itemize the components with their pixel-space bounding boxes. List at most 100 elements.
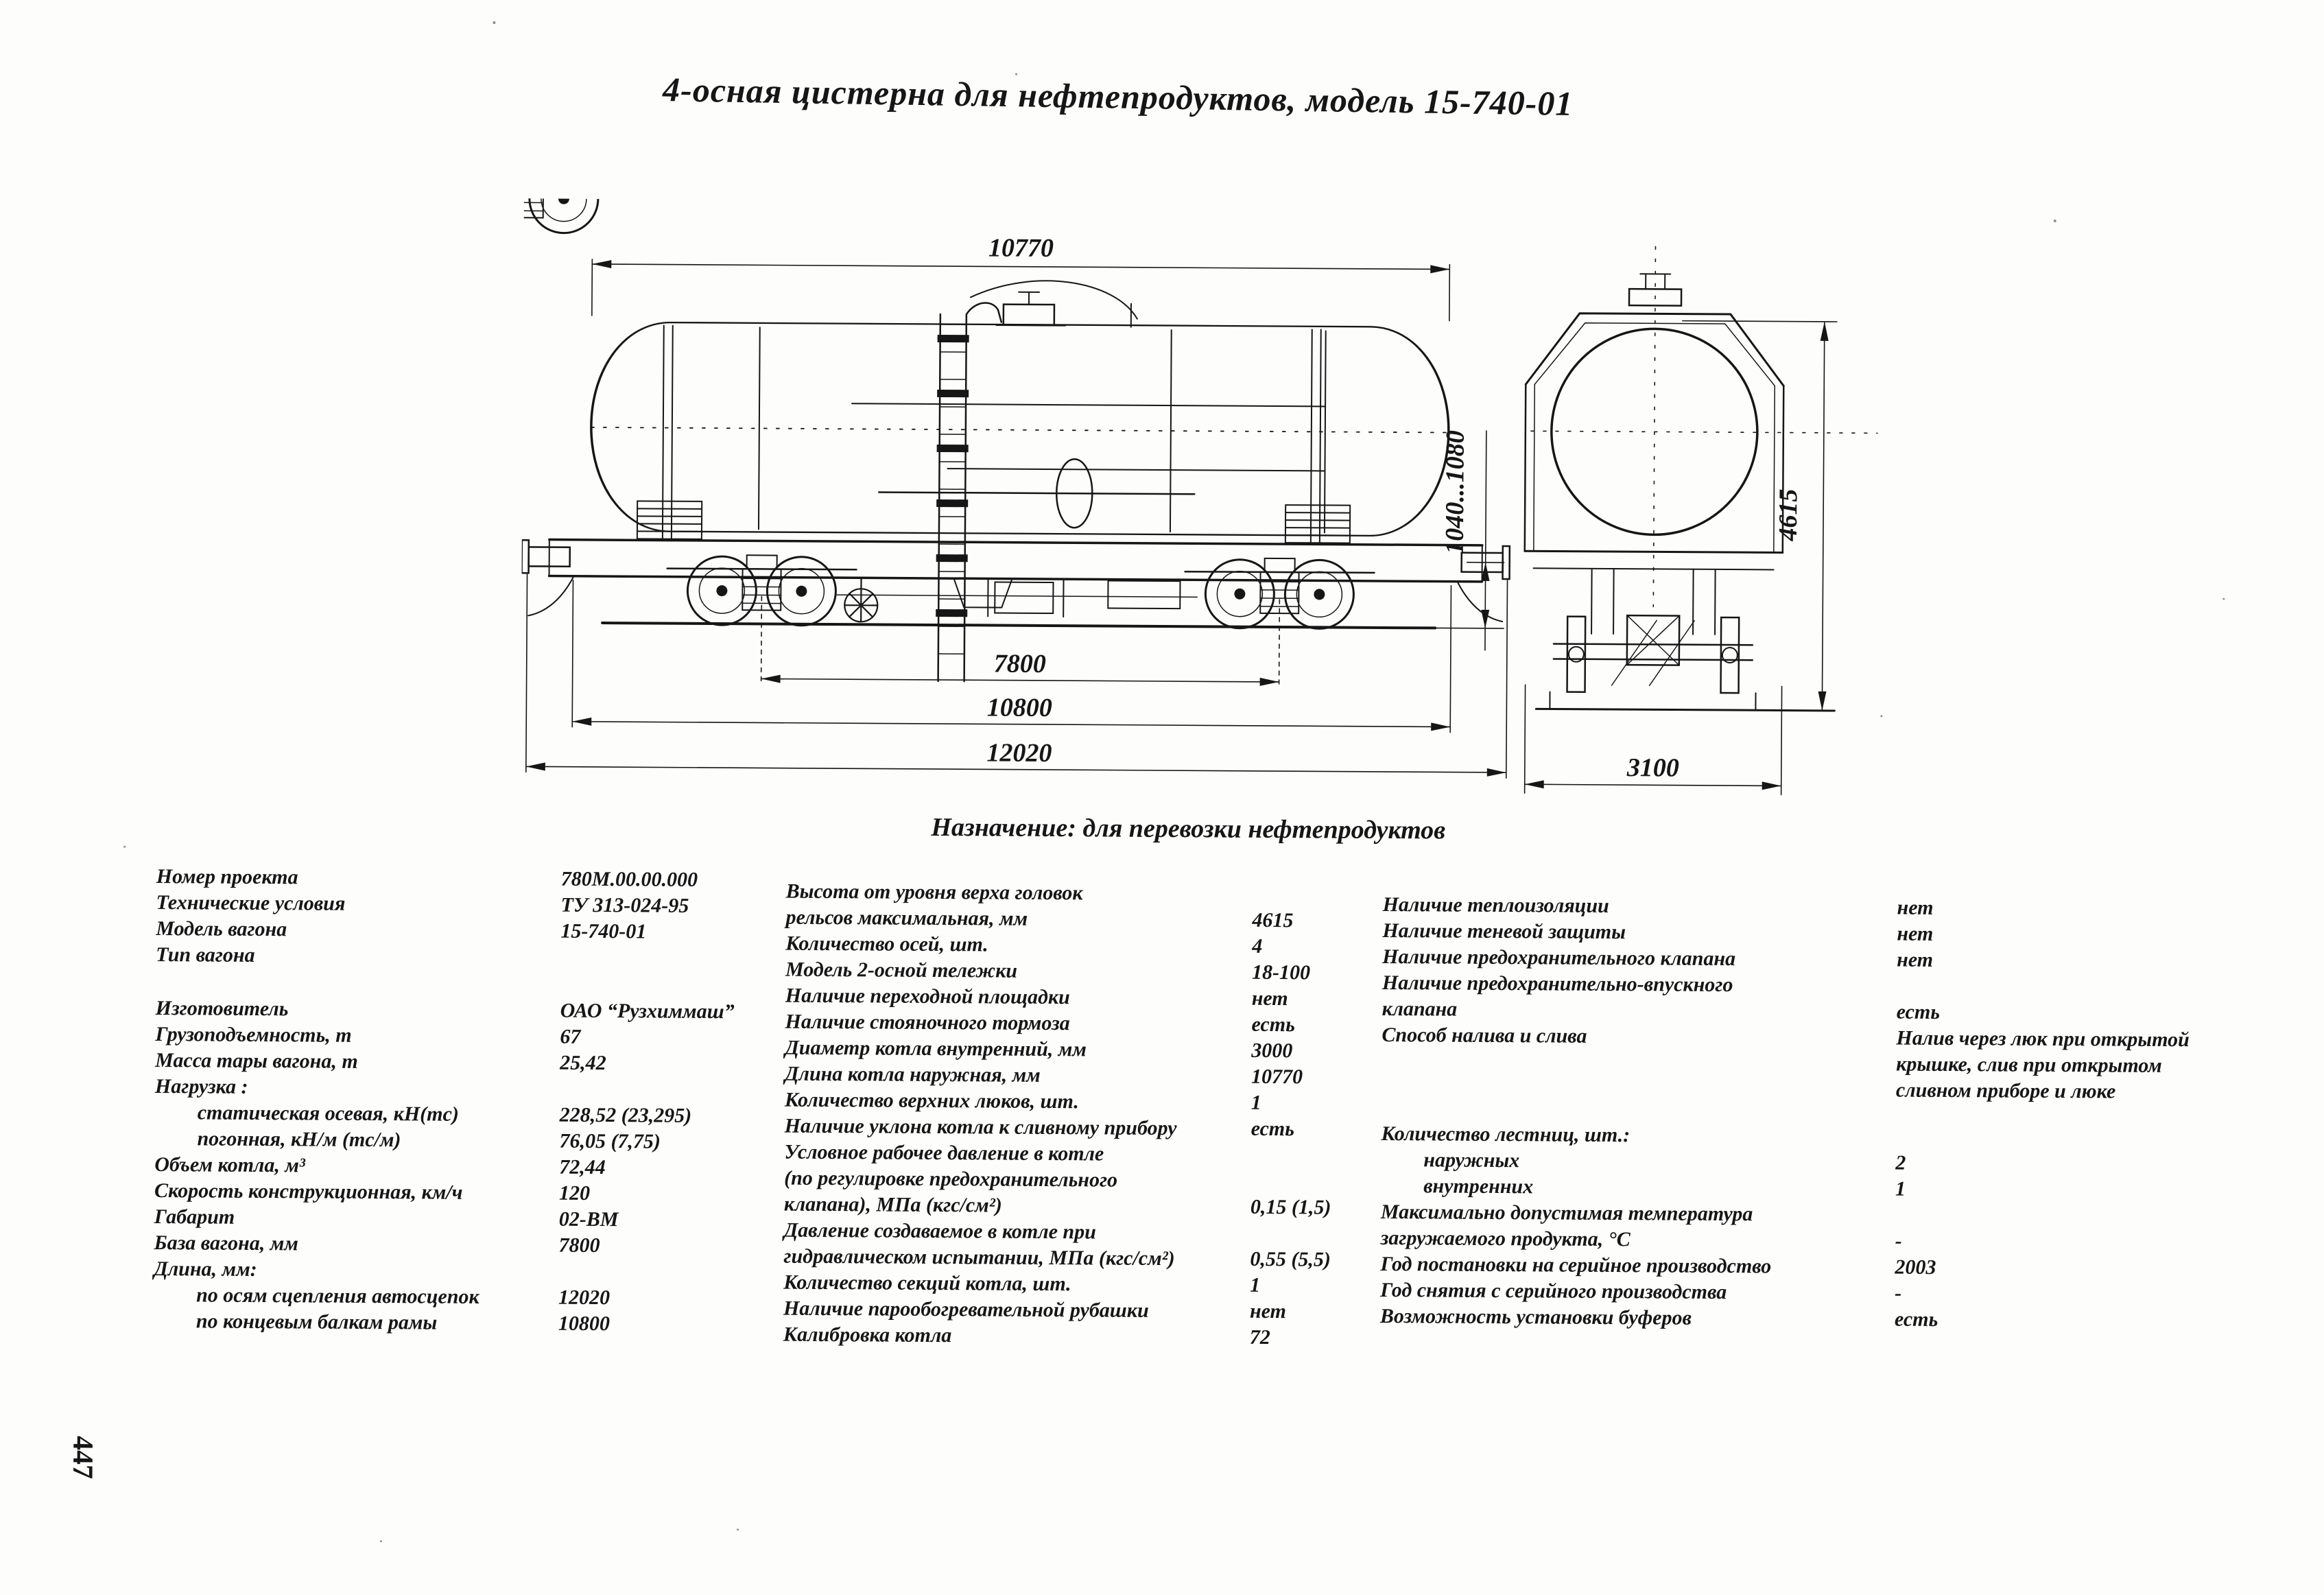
spec-label: Калибровка котла <box>783 1323 952 1347</box>
hatch-dome <box>970 280 1138 328</box>
spec-label: Наличие уклона котла к сливному прибору <box>784 1114 1177 1140</box>
spec-label: Номер проекта <box>156 865 298 889</box>
spec-label: База вагона, мм <box>154 1231 298 1255</box>
spec-label: Наличие стояночного тормоза <box>785 1010 1070 1035</box>
spec-row: Максимально допустимая температура загру… <box>1381 1199 2314 1257</box>
purpose-line: Назначение: для перевозки нефтепродуктов <box>931 812 1446 845</box>
spec-label: Наличие теплоизоляции <box>1382 893 1609 917</box>
scan-speck <box>1015 73 1018 75</box>
spec-label: Наличие парообогревательной рубашки <box>783 1297 1149 1322</box>
side-view <box>520 198 1511 683</box>
spec-label: Условное рабочее давление в котле (по ре… <box>783 1140 1118 1217</box>
spec-label: Давление создаваемое в котле при гидравл… <box>783 1218 1175 1271</box>
end-view: 4615 3100 <box>1523 246 1878 796</box>
dim-overall-width: 3100 <box>1626 753 1679 782</box>
scan-speck <box>2053 219 2056 222</box>
dim-coupler-length: 12020 <box>986 738 1052 768</box>
dim-overall-height: 4615 <box>1774 488 1803 541</box>
ladder <box>936 302 1003 683</box>
technical-drawing: 10770 7800 10800 12020 1040...1080 <box>520 198 1878 796</box>
scan-speck <box>737 1528 739 1531</box>
spec-value: нет <box>1897 922 1934 945</box>
tank-support <box>636 500 1351 544</box>
spec-label: внутренних <box>1423 1174 1534 1198</box>
tank-cross-section <box>1550 327 1759 536</box>
dim-frame-length: 10800 <box>987 693 1052 722</box>
tank-outline <box>590 321 1450 537</box>
scan-speck <box>1880 715 1883 718</box>
spec-row: Нагрузка : <box>155 1074 827 1104</box>
page-title: 4-осная цистерна для нефтепродуктов, мод… <box>662 70 1574 123</box>
spec-value: - <box>1895 1281 1902 1305</box>
spec-value: 2 <box>1895 1151 1906 1174</box>
spec-label: Модель 2-осной тележки <box>785 958 1018 982</box>
spec-label: Количество секций котла, шт. <box>783 1271 1071 1296</box>
spec-row: статическая осевая, кН(тс)228,52 (23,295… <box>155 1100 827 1130</box>
spec-value: - <box>1895 1229 1902 1253</box>
spec-label: Наличие предохранительного клапана <box>1382 945 1736 971</box>
spec-row: Длина, мм: <box>154 1256 826 1286</box>
dim-coupler-height: 1040...1080 <box>1440 430 1470 554</box>
spec-label: Количество осей, шт. <box>785 932 988 956</box>
spec-value: 1 <box>1895 1177 1906 1201</box>
spec-label: Длина котла наружная, мм <box>785 1062 1041 1087</box>
scan-speck <box>123 845 126 848</box>
spec-value: есть <box>1896 1000 1941 1024</box>
spec-label: наружных <box>1423 1148 1520 1172</box>
spec-label: погонная, кН/м (тс/м) <box>197 1127 401 1152</box>
spec-label: по концевым балкам рамы <box>195 1310 438 1334</box>
bogie <box>520 198 600 235</box>
spec-label: Наличие предохранительно-впускного клапа… <box>1382 971 1733 1021</box>
spec-label: Объем котла, м³ <box>154 1153 306 1177</box>
valve-paddle <box>1056 458 1093 529</box>
end-base-line <box>1534 707 1836 712</box>
scan-speck <box>379 1540 382 1543</box>
spec-row: Тип вагона <box>156 942 828 972</box>
spec-label: Наличие переходной площадки <box>785 984 1070 1009</box>
page-number: 447 <box>66 1435 99 1480</box>
handwheel <box>844 577 879 623</box>
spec-label: Наличие теневой защиты <box>1382 919 1626 944</box>
spec-label: Год постановки на серийное производство <box>1380 1252 1772 1278</box>
spec-row: Возможность установки буферов есть <box>1380 1303 2313 1335</box>
dim-tank-length: 10770 <box>988 233 1054 263</box>
underframe <box>521 538 1511 623</box>
dimension-lines: 10770 7800 10800 12020 1040...1080 <box>525 233 1508 779</box>
spec-label: Изготовитель <box>155 997 289 1021</box>
spec-label: Модель вагона <box>156 917 287 941</box>
spec-label: Возможность установки буферов <box>1379 1304 1692 1330</box>
spec-label: Диаметр котла внутренний, мм <box>785 1036 1087 1061</box>
spec-label: Скорость конструкционная, км/ч <box>154 1179 463 1204</box>
scan-speck <box>493 21 496 25</box>
spec-value: есть <box>1894 1308 1938 1331</box>
spec-label: Количество лестниц, шт.: <box>1381 1122 1631 1147</box>
spec-label: Грузоподъемность, т <box>155 1023 352 1047</box>
spec-label: по осям сцепления автосцепок <box>196 1284 479 1308</box>
spec-label: Год снятия с серийного производства <box>1380 1278 1727 1304</box>
spec-row: погонная, кН/м (тс/м)76,05 (7,75) <box>154 1126 827 1156</box>
spec-value: нет <box>1897 896 1934 919</box>
spec-label: Высота от уровня верха головок рельсов м… <box>785 879 1083 930</box>
spec-spacer <box>156 968 828 1000</box>
rail-line <box>601 622 1437 630</box>
spec-value: 2003 <box>1895 1255 1936 1279</box>
spec-label: Количество верхних люков, шт. <box>784 1088 1079 1113</box>
spec-label: Тип вагона <box>156 943 255 967</box>
